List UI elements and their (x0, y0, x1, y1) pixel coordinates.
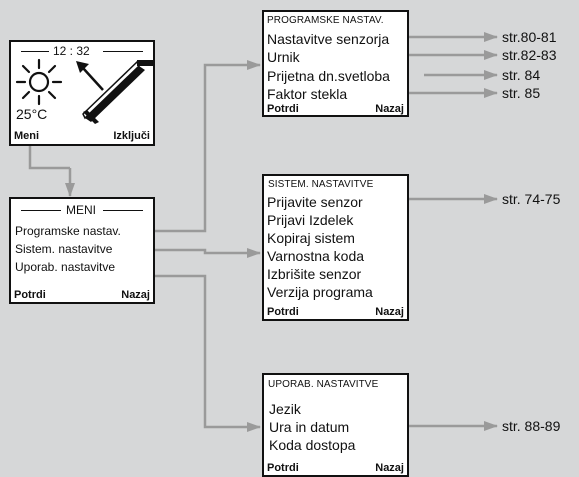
uporab-title: UPORAB. NASTAVITVE (268, 379, 379, 390)
sistem-title: SISTEM. NASTAVITVE (268, 179, 374, 190)
menu-screen: MENI Programske nastav. Sistem. nastavit… (9, 197, 155, 304)
uporab-screen: UPORAB. NASTAVITVE Jezik Ura in datum Ko… (262, 373, 409, 477)
menu-title-rule-left (21, 210, 61, 211)
page-ref-ura: str. 88-89 (502, 418, 561, 434)
menu-title-rule-right (103, 210, 143, 211)
home-screen: 12 : 32 25°C Meni Izključi (9, 40, 155, 146)
sistem-item-izbrisite[interactable]: Izbrišite senzor (267, 266, 362, 282)
sistem-item-varnostna[interactable]: Varnostna koda (267, 248, 365, 264)
uporab-item-ura[interactable]: Ura in datum (269, 419, 350, 435)
programske-item-stekla[interactable]: Faktor stekla (267, 86, 348, 102)
sistem-item-kopiraj[interactable]: Kopiraj sistem (267, 230, 355, 246)
menu-item-uporab[interactable]: Uporab. nastavitve (15, 260, 116, 274)
sistem-item-prijavite[interactable]: Prijavite senzor (267, 194, 363, 210)
menu-softkey[interactable]: Meni (14, 130, 40, 142)
page-ref-prijavite: str. 74-75 (502, 191, 561, 207)
page-ref-stekla: str. 85 (502, 85, 541, 101)
arrow-icon (76, 61, 104, 91)
connector-home-to-menu (28, 146, 70, 170)
sistem-back-softkey[interactable]: Nazaj (375, 306, 404, 318)
menu-item-sistem[interactable]: Sistem. nastavitve (15, 242, 113, 256)
programske-item-senzorja[interactable]: Nastavitve senzorja (267, 31, 390, 47)
uporab-item-jezik[interactable]: Jezik (269, 401, 301, 417)
programske-screen: PROGRAMSKE NASTAV. Nastavitve senzorja U… (262, 10, 409, 117)
uporab-item-koda[interactable]: Koda dostopa (269, 437, 356, 453)
sistem-screen: SISTEM. NASTAVITVE Prijavite senzor Prij… (262, 174, 409, 321)
menu-title: MENI (66, 203, 96, 217)
programske-back-softkey[interactable]: Nazaj (375, 103, 404, 115)
time-display: 12 : 32 (53, 44, 90, 58)
page-ref-senzorja: str.80-81 (502, 29, 557, 45)
page-ref-svetloba: str. 84 (502, 67, 541, 83)
sistem-item-izdelek[interactable]: Prijavi Izdelek (267, 212, 354, 228)
connector-menu-to-programske (152, 60, 261, 233)
sistem-item-verzija[interactable]: Verzija programa (267, 284, 373, 300)
off-softkey[interactable]: Izključi (113, 130, 150, 142)
uporab-confirm-softkey[interactable]: Potrdi (267, 462, 299, 474)
programske-item-urnik[interactable]: Urnik (267, 49, 300, 65)
programske-confirm-softkey[interactable]: Potrdi (267, 103, 299, 115)
menu-confirm-softkey[interactable]: Potrdi (14, 289, 46, 301)
sistem-confirm-softkey[interactable]: Potrdi (267, 306, 299, 318)
time-rule-right (103, 51, 143, 52)
programske-title: PROGRAMSKE NASTAV. (267, 15, 384, 26)
menu-back-softkey[interactable]: Nazaj (121, 289, 150, 301)
time-rule-left (21, 51, 49, 52)
awning-icon (82, 60, 153, 124)
sun-icon (15, 58, 63, 106)
page-ref-urnik: str.82-83 (502, 47, 557, 63)
menu-item-programske[interactable]: Programske nastav. (15, 224, 121, 238)
connector-menu-to-sistem (152, 248, 261, 258)
connector-menu-to-uporab (152, 274, 261, 432)
uporab-back-softkey[interactable]: Nazaj (375, 462, 404, 474)
temperature-readout: 25°C (16, 106, 48, 122)
programske-item-svetloba[interactable]: Prijetna dn.svetloba (267, 68, 390, 84)
